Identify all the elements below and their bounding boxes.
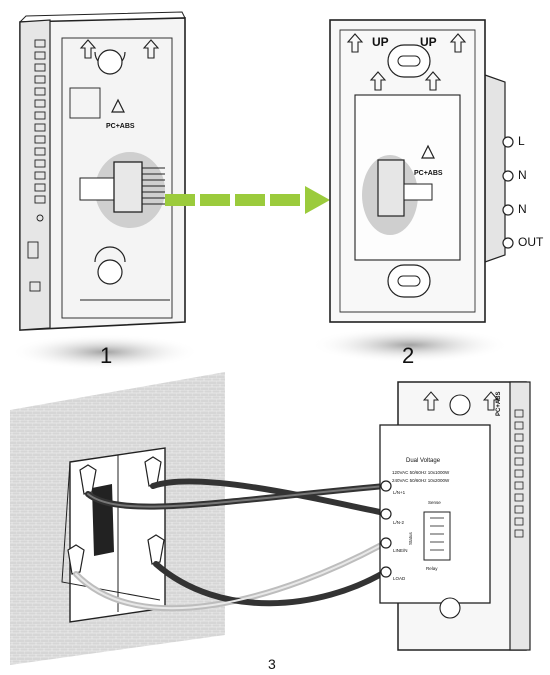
panel-3-wiring: PC+ABS Dual Voltage 120VAC 50/60Hz 10x10… xyxy=(10,372,531,665)
wire-nut-4 xyxy=(147,534,165,565)
wire-black-2 xyxy=(150,478,388,516)
recycle-icon-front xyxy=(421,144,435,159)
port-1 xyxy=(380,480,392,492)
terminal-label-n1: N xyxy=(518,168,527,182)
port-2 xyxy=(380,508,392,520)
terminal-label-out: OUT xyxy=(518,235,544,249)
terminal-out xyxy=(502,237,514,249)
terminal-l xyxy=(502,136,514,148)
module-pin-2: L/N-2 xyxy=(393,520,405,525)
terminal-n1 xyxy=(502,170,514,182)
port-3 xyxy=(380,537,392,549)
module-pin-3: LINE/N xyxy=(393,548,408,553)
connector-plug xyxy=(113,161,143,213)
terminal-label-n2: N xyxy=(518,202,527,216)
step-number-2: 2 xyxy=(402,343,415,368)
wire-nut-3 xyxy=(67,544,85,575)
up-label-left: UP xyxy=(372,35,389,49)
panel-2-front-plate: UP UP PC+ABS xyxy=(310,19,514,363)
module-pin-1: L/N+1 xyxy=(393,490,406,495)
port-4 xyxy=(380,566,392,578)
module-material: PC+ABS xyxy=(496,391,502,416)
recycle-icon xyxy=(111,98,125,113)
module-spec-2: 240VAC 50/60Hz 10x2000W xyxy=(392,478,450,483)
panel-1-back-plate: PC+ABS xyxy=(10,11,200,370)
plate-back-material: PC+ABS xyxy=(106,123,135,130)
module-pin-4: LOAD xyxy=(393,576,406,581)
terminal-label-l: L xyxy=(518,134,525,148)
module-label-top: Dual Voltage xyxy=(406,458,441,464)
cable-bundle xyxy=(92,484,114,556)
terminal-n2 xyxy=(502,204,514,216)
insert-arrow xyxy=(165,186,330,214)
module-spec-1: 120VAC 50/60Hz 10x1000W xyxy=(392,470,450,475)
module-side-3: Status xyxy=(408,531,413,545)
wire-nut-1 xyxy=(79,464,97,495)
socket xyxy=(377,159,405,217)
step-number-1: 1 xyxy=(100,343,113,368)
module-side-2: Relay xyxy=(426,566,438,571)
wire-nut-2 xyxy=(144,456,162,487)
module-side-1: Sense xyxy=(428,500,441,505)
plate-front-material: PC+ABS xyxy=(414,170,443,177)
wire-black-3 xyxy=(153,561,388,607)
step-number-3: 3 xyxy=(268,656,276,672)
up-label-right: UP xyxy=(420,35,437,49)
